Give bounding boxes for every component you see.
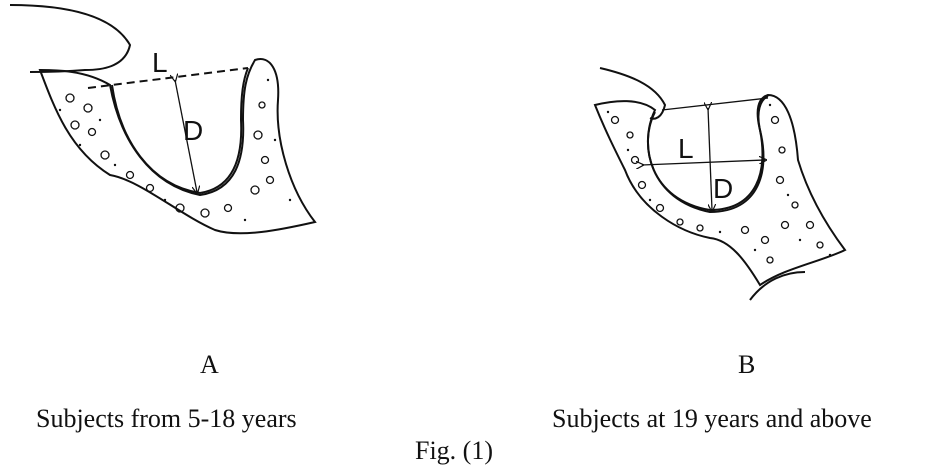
bone-outline-a — [40, 59, 315, 233]
upper-structure-a — [10, 5, 130, 72]
sketch-panel-b: L D — [570, 0, 890, 300]
panel-letter-a: A — [200, 352, 219, 378]
depth-arrow-b — [708, 108, 712, 210]
sketch-panel-a: L D — [0, 0, 380, 260]
panel-letter-b: B — [738, 352, 755, 378]
depth-label-b: D — [713, 173, 733, 204]
cavity-outline-a — [112, 68, 248, 193]
length-label-b: L — [678, 133, 694, 164]
length-label-a: L — [152, 47, 168, 78]
top-line-b — [662, 98, 768, 110]
figure-caption: Fig. (1) — [415, 438, 493, 464]
panel-caption-a: Subjects from 5-18 years — [36, 406, 297, 432]
bone-dots-a — [59, 79, 291, 221]
panel-caption-b: Subjects at 19 years and above — [552, 406, 872, 432]
length-arrow-b — [642, 160, 765, 165]
depth-label-a: D — [183, 115, 203, 146]
